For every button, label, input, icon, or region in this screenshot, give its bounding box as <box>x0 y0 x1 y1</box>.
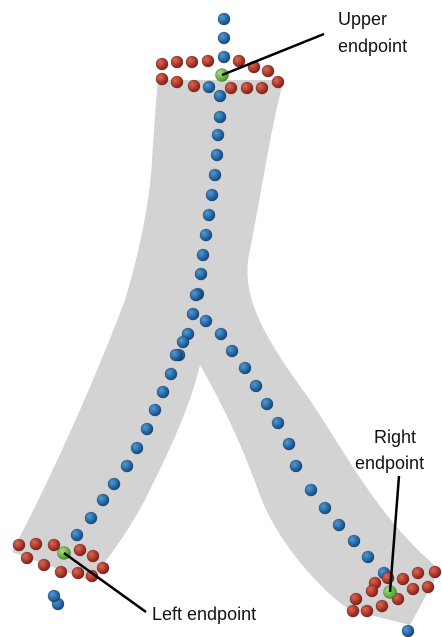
boundary-dot <box>412 567 424 579</box>
centerline-dot <box>190 289 202 301</box>
boundary-dot <box>21 552 33 564</box>
centerline-dot <box>215 328 227 340</box>
centerline-dot <box>131 442 143 454</box>
centerline-dot <box>239 362 251 374</box>
centerline-dot <box>261 398 273 410</box>
centerline-dot <box>402 625 414 637</box>
centerline-dot <box>200 229 212 241</box>
boundary-dot <box>256 82 268 94</box>
boundary-dot <box>225 82 237 94</box>
centerline-dot <box>250 380 262 392</box>
boundary-dot <box>397 573 409 585</box>
centerline-dot <box>283 438 295 450</box>
boundary-dot <box>350 593 362 605</box>
boundary-dot <box>188 80 200 92</box>
centerline-dot <box>149 404 161 416</box>
right-endpoint-label-line1: Right <box>374 427 416 447</box>
boundary-dot <box>361 605 373 617</box>
centerline-dot <box>218 51 230 63</box>
centerline-dot <box>165 368 177 380</box>
boundary-dot <box>72 567 84 579</box>
centerline-dot <box>200 315 212 327</box>
centerline-dot <box>203 209 215 221</box>
centerline-dot <box>48 590 60 602</box>
boundary-dot <box>30 538 42 550</box>
boundary-dot <box>262 65 274 77</box>
boundary-dot <box>171 76 183 88</box>
centerline-dot <box>121 460 133 472</box>
boundary-dot <box>429 566 441 578</box>
centerline-dot <box>319 502 331 514</box>
centerline-dot <box>290 460 302 472</box>
centerline-dot <box>218 13 230 25</box>
centerline-dot <box>206 189 218 201</box>
centerline-dot <box>203 81 215 93</box>
boundary-dot <box>272 76 284 88</box>
left-endpoint-leader <box>64 553 146 612</box>
boundary-dot <box>347 605 359 617</box>
centerline-dot <box>197 249 209 261</box>
boundary-dot <box>422 581 434 593</box>
left-endpoint-label: Left endpoint <box>152 604 256 624</box>
boundary-dot <box>87 550 99 562</box>
centerline-dot <box>157 386 169 398</box>
centerline-dot <box>209 169 221 181</box>
centerline-dot <box>333 519 345 531</box>
centerline-dot <box>97 494 109 506</box>
centerline-dot <box>211 149 223 161</box>
boundary-dot <box>97 562 109 574</box>
centerline-dot <box>348 535 360 547</box>
centerline-dot <box>214 111 226 123</box>
boundary-dot <box>241 82 253 94</box>
centerline-dot <box>195 268 207 280</box>
centerline-dot <box>218 32 230 44</box>
centerline-dot <box>362 551 374 563</box>
upper-endpoint-label-line1: Upper <box>338 9 387 29</box>
boundary-dot <box>202 55 214 67</box>
boundary-dot <box>171 56 183 68</box>
boundary-dot <box>38 559 50 571</box>
centerline-dot <box>305 484 317 496</box>
centerline-dot <box>170 349 182 361</box>
boundary-dot <box>407 583 419 595</box>
boundary-dot <box>376 600 388 612</box>
centerline-dot <box>187 308 199 320</box>
boundary-dot <box>186 56 198 68</box>
centerline-dot <box>108 478 120 490</box>
centerline-dot <box>141 423 153 435</box>
boundary-dot <box>55 566 67 578</box>
centerline-dot <box>212 129 224 141</box>
centerline-dot <box>272 417 284 429</box>
boundary-dot <box>74 544 86 556</box>
centerline-dot <box>214 90 226 102</box>
boundary-dot <box>366 585 378 597</box>
centerline-dot <box>71 529 83 541</box>
upper-endpoint-label-line2: endpoint <box>338 36 407 56</box>
centerline-dot <box>226 345 238 357</box>
boundary-dot <box>156 73 168 85</box>
boundary-dot <box>48 539 60 551</box>
centerline-dot <box>177 336 189 348</box>
right-endpoint-label-line2: endpoint <box>355 453 424 473</box>
boundary-dot <box>156 58 168 70</box>
boundary-dot <box>13 539 25 551</box>
centerline-dot <box>85 512 97 524</box>
